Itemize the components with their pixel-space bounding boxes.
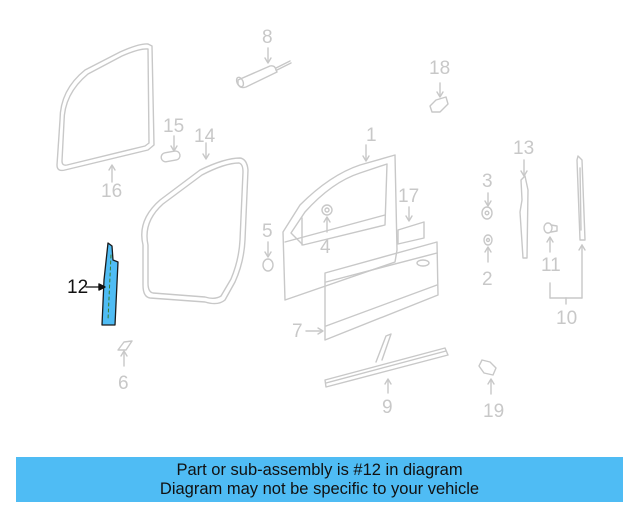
- callout-5[interactable]: 5: [262, 221, 273, 242]
- part-12-pillar-trim[interactable]: [85, 242, 119, 326]
- part-19-clip[interactable]: [478, 359, 497, 395]
- callout-11[interactable]: 11: [541, 255, 561, 276]
- callout-16[interactable]: 16: [101, 181, 123, 202]
- part-16-weatherstrip[interactable]: [56, 43, 155, 183]
- callout-10[interactable]: 10: [556, 308, 578, 329]
- info-banner: Part or sub-assembly is #12 in diagram D…: [16, 457, 623, 502]
- part-15-clip[interactable]: [160, 135, 181, 163]
- callout-7[interactable]: 7: [292, 321, 303, 342]
- callout-2[interactable]: 2: [482, 269, 493, 290]
- parts-diagram: 1 2 3 4 5 6 7 8 9 10 11 12 13 14 15 16 1…: [56, 27, 586, 422]
- banner-part-line: Part or sub-assembly is #12 in diagram: [176, 461, 463, 479]
- callout-13[interactable]: 13: [513, 138, 535, 159]
- part-5-grommet[interactable]: [262, 241, 274, 272]
- callout-15[interactable]: 15: [163, 116, 185, 137]
- part-10-window-channel[interactable]: [549, 155, 586, 305]
- part-7-outer-panel[interactable]: [305, 241, 439, 341]
- callout-19[interactable]: 19: [483, 401, 505, 422]
- part-18-stopper[interactable]: [429, 82, 449, 113]
- callout-4[interactable]: 4: [320, 237, 331, 258]
- callout-1[interactable]: 1: [366, 125, 377, 146]
- callout-12[interactable]: 12: [67, 277, 89, 298]
- part-11-clip[interactable]: [543, 222, 558, 253]
- part-2-washer[interactable]: [483, 234, 493, 263]
- callout-6[interactable]: 6: [118, 373, 129, 394]
- part-4-cap[interactable]: [321, 204, 333, 233]
- part-1-door-shell[interactable]: [282, 144, 398, 301]
- callout-9[interactable]: 9: [382, 397, 393, 418]
- part-9-sill-molding[interactable]: [324, 333, 449, 394]
- part-13-belt-molding[interactable]: [519, 159, 529, 259]
- callout-17[interactable]: 17: [398, 186, 420, 207]
- callout-8[interactable]: 8: [262, 27, 273, 48]
- part-6-bracket[interactable]: [117, 340, 133, 367]
- part-3-bushing[interactable]: [481, 192, 493, 220]
- part-14-door-weatherstrip[interactable]: [141, 142, 249, 305]
- part-8-tube[interactable]: [235, 47, 292, 89]
- callout-3[interactable]: 3: [482, 171, 493, 192]
- callout-18[interactable]: 18: [429, 58, 451, 79]
- banner-disclaimer-line: Diagram may not be specific to your vehi…: [159, 480, 480, 498]
- callout-14[interactable]: 14: [194, 126, 216, 147]
- part-17-label[interactable]: [397, 206, 425, 245]
